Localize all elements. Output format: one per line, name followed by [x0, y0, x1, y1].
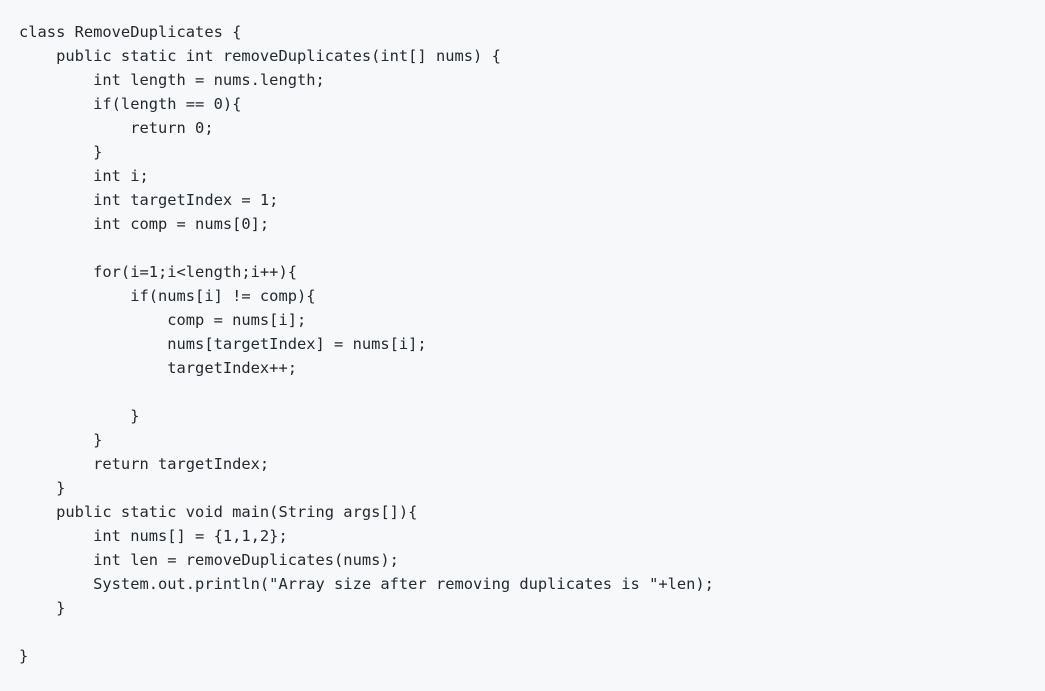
code-line: }	[19, 407, 140, 425]
code-line: for(i=1;i<length;i++){	[19, 263, 297, 281]
code-line: int length = nums.length;	[19, 71, 325, 89]
code-line: public static int removeDuplicates(int[]…	[19, 47, 501, 65]
code-line: targetIndex++;	[19, 359, 297, 377]
code-line: return targetIndex;	[19, 455, 270, 473]
code-line: int comp = nums[0];	[19, 215, 270, 233]
code-line: public static void main(String args[]){	[19, 503, 418, 521]
code-line: }	[19, 599, 66, 617]
code-line: }	[19, 479, 66, 497]
code-line	[19, 620, 1045, 644]
code-line: int i;	[19, 167, 149, 185]
code-line: nums[targetIndex] = nums[i];	[19, 335, 427, 353]
code-line: }	[19, 647, 29, 665]
code-line: int nums[] = {1,1,2};	[19, 527, 288, 545]
code-line: if(nums[i] != comp){	[19, 287, 316, 305]
code-line: System.out.println("Array size after rem…	[19, 575, 714, 593]
code-content: class RemoveDuplicates { public static i…	[19, 20, 1045, 668]
code-line: comp = nums[i];	[19, 311, 307, 329]
code-line: return 0;	[19, 119, 214, 137]
code-line	[19, 236, 1045, 260]
code-line	[19, 380, 1045, 404]
code-line: int len = removeDuplicates(nums);	[19, 551, 399, 569]
code-line: if(length == 0){	[19, 95, 242, 113]
code-line: class RemoveDuplicates {	[19, 23, 242, 41]
code-line: int targetIndex = 1;	[19, 191, 279, 209]
code-line: }	[19, 143, 103, 161]
code-line: }	[19, 431, 103, 449]
